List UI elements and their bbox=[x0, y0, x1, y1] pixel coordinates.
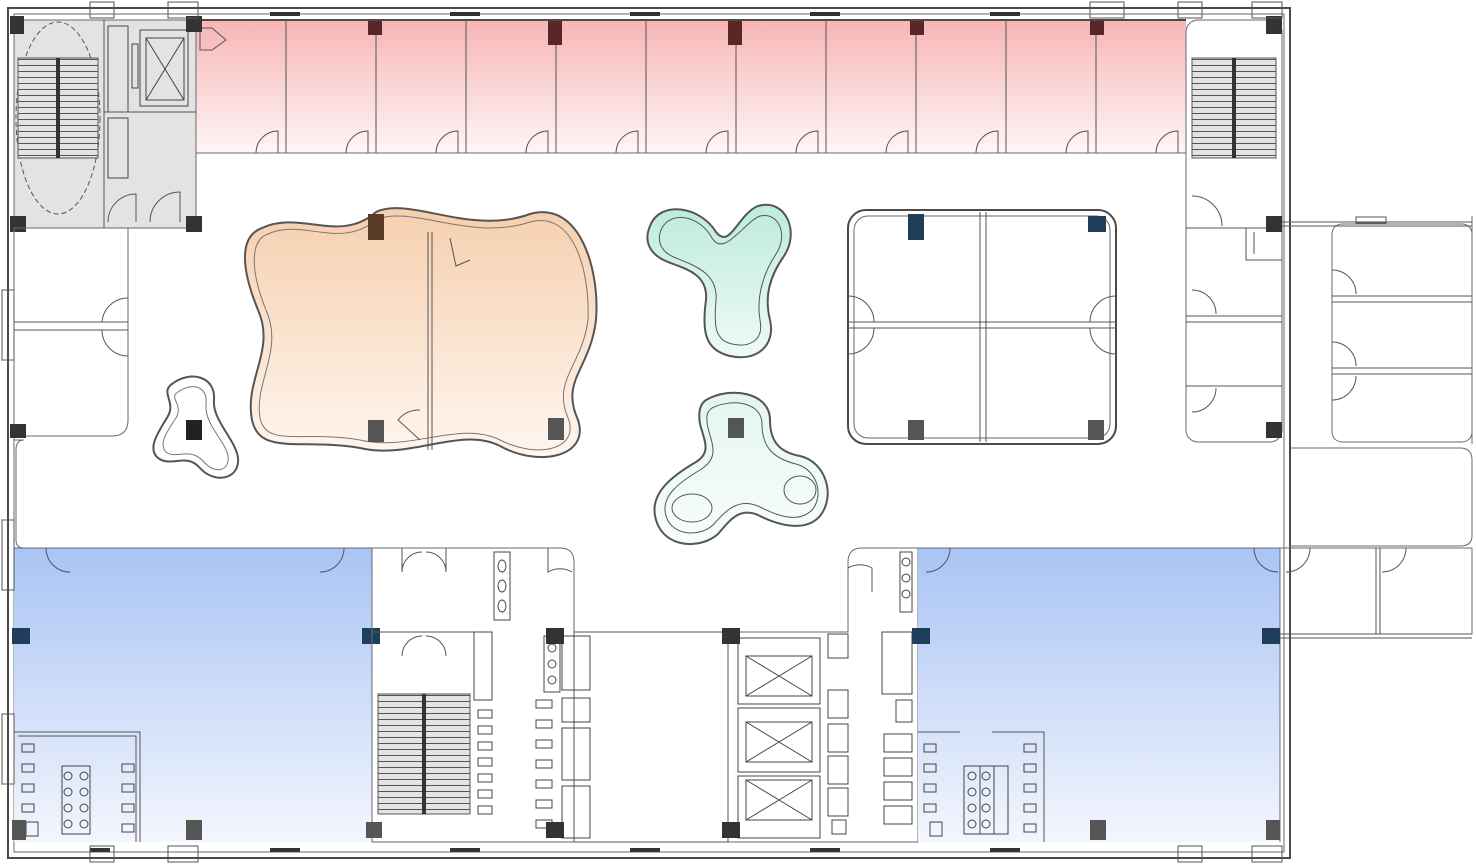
stair-icon bbox=[1191, 57, 1277, 159]
stair-icon bbox=[15, 21, 101, 215]
north-offices bbox=[90, 12, 1186, 852]
open-office-west bbox=[12, 547, 380, 842]
sink-icon bbox=[923, 743, 1037, 837]
meeting-pod-north bbox=[646, 203, 792, 359]
east-rooms bbox=[1282, 216, 1473, 444]
south-core bbox=[366, 547, 919, 843]
corridor bbox=[14, 439, 1473, 549]
reception-room bbox=[10, 227, 129, 438]
open-office-east bbox=[912, 547, 1281, 842]
east-annex-south bbox=[1279, 547, 1473, 639]
northeast-core bbox=[1185, 16, 1283, 443]
sink-icon bbox=[21, 743, 135, 837]
small-pod bbox=[152, 375, 240, 479]
meeting-rooms bbox=[847, 209, 1117, 445]
elevator-icon bbox=[737, 637, 821, 839]
door-swing-icon bbox=[255, 130, 1179, 154]
facade-frames bbox=[1, 1, 1283, 863]
lounge-blob bbox=[243, 207, 598, 459]
toilet-icon bbox=[473, 551, 913, 839]
northwest-core bbox=[10, 16, 227, 232]
elevator-icon bbox=[107, 25, 189, 179]
stair-icon bbox=[377, 693, 471, 815]
meeting-pod-south bbox=[653, 391, 829, 546]
